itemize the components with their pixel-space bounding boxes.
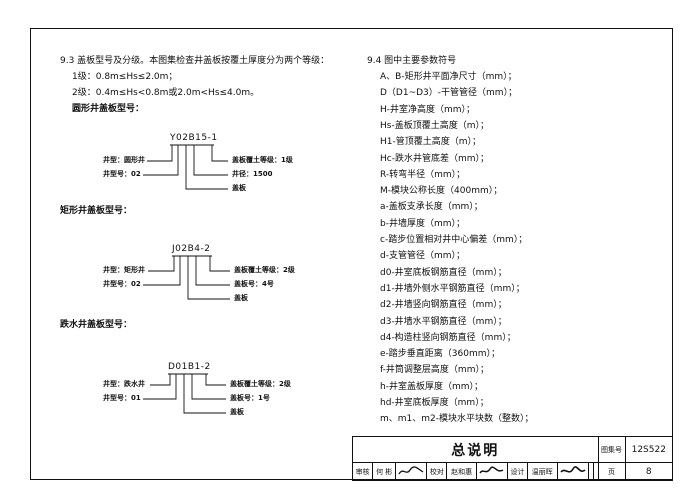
page-label: 页 [597,462,626,481]
parameter-item: m、m1、m2-模块水平块数（整数）； [380,414,534,425]
rect-model-code: J02B4-2 [172,244,211,254]
parameter-item: b-井墙厚度（mm）； [380,218,465,229]
round-label-diameter: 井径：1500 [232,170,273,178]
title-block: 总说明 图集号 12S522 审核 何 彬 校对 赵和惠 设计 温丽晖 页 8 [351,436,674,481]
parameter-item: d1-井墙外侧水平钢筋直径（mm）； [380,283,525,294]
rect-cover-title: 矩形井盖板型号： [60,206,133,216]
reviewer-signature [395,462,428,481]
designer-signature [556,462,589,481]
section-9-3-heading: 9.3 盖板型号及分级。本图集检查井盖板按覆土厚度分为两个等级： [60,56,330,66]
grade-1-text: 1级：0.8m≤Hs≤2.0m； [72,72,178,82]
parameter-item: R-转弯半径（mm）； [380,169,466,180]
rect-label-well-no: 井型号：02 [103,280,141,288]
checker-signature [475,462,508,481]
review-label: 审核 [351,462,374,481]
parameter-item: A、B-矩形井平面净尺寸（mm）； [380,72,517,82]
drawing-frame [30,28,673,480]
parameter-item: f-井筒调整层高度（mm）； [380,365,489,376]
parameter-item: M-模块公称长度（400mm）； [380,186,503,197]
round-model-code: Y02B15-1 [170,133,218,143]
parameter-item: D（D1~D3）-干管管径（mm）； [380,88,518,99]
round-label-well-no: 井型号：02 [103,170,141,178]
atlas-number: 12S522 [624,436,674,463]
designer-name: 温丽晖 [527,462,558,481]
drop-label-cover: 盖板 [230,408,244,416]
parameter-item: hd-井室底板厚度（mm）； [380,398,489,408]
rect-label-grade: 盖板覆土等级：2级 [234,266,295,274]
parameter-item: H1-管顶覆土高度（m）； [380,137,482,148]
round-label-grade: 盖板覆土等级：1级 [232,156,293,164]
parameter-item: H-井室净高度（mm）； [380,104,476,115]
rect-label-cover: 盖板 [234,294,248,302]
page-number: 8 [624,462,674,481]
drop-label-well-no: 井型号：01 [103,394,141,402]
section-9-4-heading: 9.4 图中主要参数符号 [367,56,457,66]
checker-name: 赵和惠 [446,462,477,481]
check-label: 校对 [426,462,448,481]
parameter-item: a-盖板支承长度（mm）； [380,202,483,213]
parameter-item: c-踏步位置相对井中心偏差（mm）； [380,235,528,245]
design-label: 设计 [506,462,529,481]
drop-cover-title: 跌水井盖板型号： [60,320,133,330]
rect-label-well-type: 井型：矩形井 [103,266,145,274]
round-label-well-type: 井型：圆形井 [103,156,145,164]
parameter-item: d4-构造柱竖向钢筋直径（mm）； [380,332,516,343]
parameter-item: d2-井墙竖向钢筋直径（mm）； [380,300,507,311]
drop-label-grade: 盖板覆土等级：2级 [230,380,291,388]
parameter-item: d3-井墙水平钢筋直径（mm）； [380,316,507,327]
reviewer-name: 何 彬 [372,462,397,481]
grade-2-text: 2级：0.4m≤Hs<0.8m或2.0m<Hs≤4.0m。 [72,88,260,98]
parameter-item: h-井室盖板厚度（mm）； [380,381,483,392]
round-label-cover: 盖板 [232,184,246,192]
parameter-item: e-踏步垂直距离（360mm）； [380,349,500,360]
rect-label-cover-no: 盖板号：4号 [234,280,274,288]
drop-label-well-type: 井型：跌水井 [103,380,145,388]
drawing-title: 总说明 [352,436,599,463]
round-cover-title: 圆形井盖板型号： [72,104,145,114]
atlas-number-label: 图集号 [597,436,626,463]
parameter-item: Hs-盖板顶覆土高度（m）； [380,120,489,131]
drop-model-code: D01B1-2 [168,362,211,372]
parameter-item: d-支管管径（mm）； [380,251,465,262]
parameter-item: Hc-跌水井管底差（mm）； [380,153,489,164]
drop-label-cover-no: 盖板号：1号 [230,394,270,402]
parameter-item: d0-井室底板钢筋直径（mm）； [380,267,507,278]
